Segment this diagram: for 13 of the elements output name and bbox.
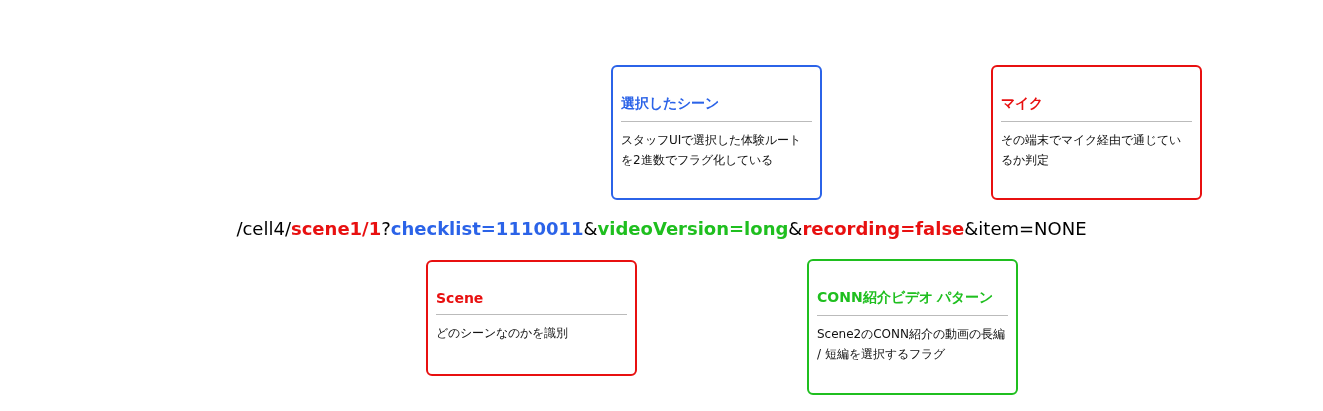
box-description: Scene2のCONN紹介の動画の長編 / 短編を選択するフラグ	[817, 326, 1006, 363]
box-description: スタッフUIで選択した体験ルートを2進数でフラグ化している	[621, 132, 803, 169]
url-text: /cell4/scene1/1?checklist=1110011&videoVersion=long&recording=false&item=NONE	[235, 218, 1088, 239]
annotation-box	[991, 65, 1202, 200]
box-description: どのシーンなのかを識別	[436, 325, 569, 342]
box-heading: 選択したシーン	[621, 95, 812, 122]
box-heading: マイク	[1001, 95, 1192, 122]
annotation-box	[807, 259, 1018, 395]
box-heading: CONN紹介ビデオ パターン	[817, 289, 1008, 316]
box-heading: Scene	[436, 290, 627, 315]
annotation-box	[611, 65, 822, 200]
annotation-box	[426, 260, 637, 376]
box-description: その端末でマイク経由で通じているか判定	[1001, 132, 1182, 169]
